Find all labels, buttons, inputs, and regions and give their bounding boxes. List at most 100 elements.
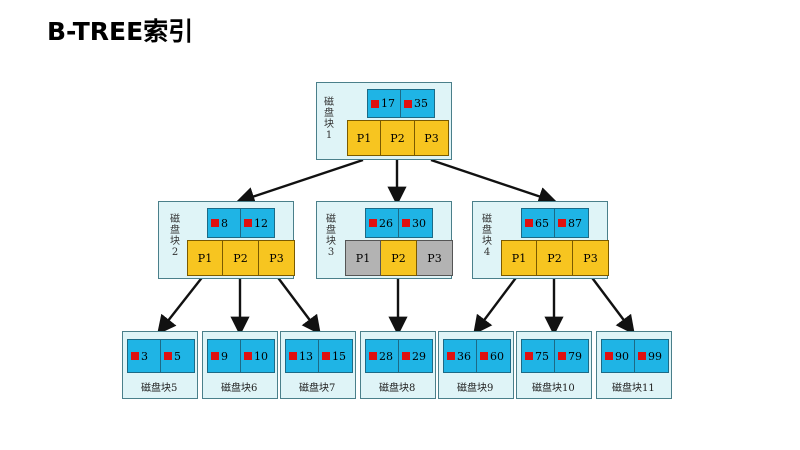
leaf10-key-1-value: 75 [535,349,549,363]
key-marker [558,352,566,360]
block4-pointer-3: P3 [573,240,609,276]
key-marker [402,219,410,227]
leaf10-key-2: 79 [555,339,589,373]
key-marker [525,219,533,227]
leaf11-key-2-value: 99 [648,349,662,363]
leaf7-key-2-value: 15 [332,349,346,363]
leaf10-key-1: 75 [521,339,555,373]
leaf9-key-2-value: 60 [490,349,504,363]
key-marker [322,352,330,360]
block4-key-1-value: 65 [535,216,549,230]
key-marker [480,352,488,360]
root-key-2-value: 35 [414,97,428,110]
block2-p1-to-leaf5-arrow [157,274,205,335]
block2-pointer-1: P1 [187,240,223,276]
leaf-disk-block-6: 9 10 磁盘块6 [202,331,278,399]
leaf8-key-2-value: 29 [412,349,426,363]
key-marker [447,352,455,360]
block4-key-1: 65 [521,208,555,238]
leaf7-key-1-value: 13 [299,349,313,363]
leaf-disk-block-11: 90 99 磁盘块11 [596,331,672,399]
leaf6-key-2-value: 10 [254,349,268,363]
key-marker [369,352,377,360]
leaf6-label: 磁盘块6 [221,383,258,394]
internal-disk-block-2: 磁盘块2 8 12 P1 P2 P3 [158,201,295,279]
block2-key-2: 12 [241,208,275,238]
key-marker [244,219,252,227]
internal-block-4-label: 磁盘块4 [482,214,492,258]
key-marker [289,352,297,360]
key-marker [402,352,410,360]
leaf10-label: 磁盘块10 [532,383,575,394]
block3-key-1: 26 [365,208,399,238]
key-marker [638,352,646,360]
internal-block-3-label: 磁盘块3 [326,214,336,258]
key-marker [558,219,566,227]
block3-pointer-2: P2 [381,240,417,276]
block3-pointer-3: P3 [417,240,453,276]
leaf-disk-block-7: 13 15 磁盘块7 [280,331,356,399]
leaf-disk-block-9: 36 60 磁盘块9 [438,331,514,399]
leaf10-key-2-value: 79 [568,349,582,363]
block3-key-1-value: 26 [379,216,393,230]
leaf6-key-1-value: 9 [221,349,228,363]
root-pointer-3: P3 [415,120,449,156]
root-p1-to-block2-arrow [235,158,364,206]
root-block-label: 磁盘块1 [324,97,334,141]
block2-p3-to-leaf7-arrow [275,274,321,335]
block2-pointer-2: P2 [223,240,259,276]
leaf7-label: 磁盘块7 [299,383,336,394]
leaf9-key-1-value: 36 [457,349,471,363]
root-disk-block: 磁盘块1 17 35 P1 P2 P3 [316,82,452,160]
block3-key-2-value: 30 [412,216,426,230]
key-marker [369,219,377,227]
root-pointer-1: P1 [347,120,381,156]
root-key-1: 17 [367,89,401,118]
key-marker [211,219,219,227]
leaf11-key-1: 90 [601,339,635,373]
leaf11-label: 磁盘块11 [612,383,655,394]
block2-key-1: 8 [207,208,241,238]
leaf7-key-2: 15 [319,339,353,373]
root-key-1-value: 17 [381,97,395,110]
leaf6-key-2: 10 [241,339,275,373]
leaf8-key-1-value: 28 [379,349,393,363]
leaf-disk-block-8: 28 29 磁盘块8 [360,331,436,399]
leaf6-key-1: 9 [207,339,241,373]
block3-pointer-1: P1 [345,240,381,276]
leaf-disk-block-5: 3 5 磁盘块5 [122,331,198,399]
leaf9-key-1: 36 [443,339,477,373]
block2-pointer-3: P3 [259,240,295,276]
leaf8-key-2: 29 [399,339,433,373]
root-pointer-2: P2 [381,120,415,156]
leaf5-key-1: 3 [127,339,161,373]
key-marker [525,352,533,360]
key-marker [605,352,613,360]
leaf5-key-2-value: 5 [174,349,181,363]
leaf8-key-1: 28 [365,339,399,373]
root-key-2: 35 [401,89,435,118]
block2-key-1-value: 8 [221,216,228,230]
key-marker [164,352,172,360]
leaf11-key-1-value: 90 [615,349,629,363]
block4-p3-to-leaf11-arrow [589,274,635,335]
block4-key-2-value: 87 [568,216,582,230]
page-title: B-TREE索引 [47,17,194,46]
internal-disk-block-4: 磁盘块4 65 87 P1 P2 P3 [472,201,609,279]
key-marker [131,352,139,360]
block2-key-2-value: 12 [254,216,268,230]
leaf5-key-1-value: 3 [141,349,148,363]
key-marker [244,352,252,360]
key-marker [404,99,412,108]
block4-pointer-1: P1 [501,240,537,276]
block4-pointer-2: P2 [537,240,573,276]
internal-disk-block-3: 磁盘块3 26 30 P1 P2 P3 [316,201,453,279]
internal-block-2-label: 磁盘块2 [170,214,180,258]
block4-p1-to-leaf9-arrow [473,274,519,335]
leaf8-label: 磁盘块8 [379,383,416,394]
leaf5-label: 磁盘块5 [141,383,178,394]
leaf7-key-1: 13 [285,339,319,373]
leaf11-key-2: 99 [635,339,669,373]
